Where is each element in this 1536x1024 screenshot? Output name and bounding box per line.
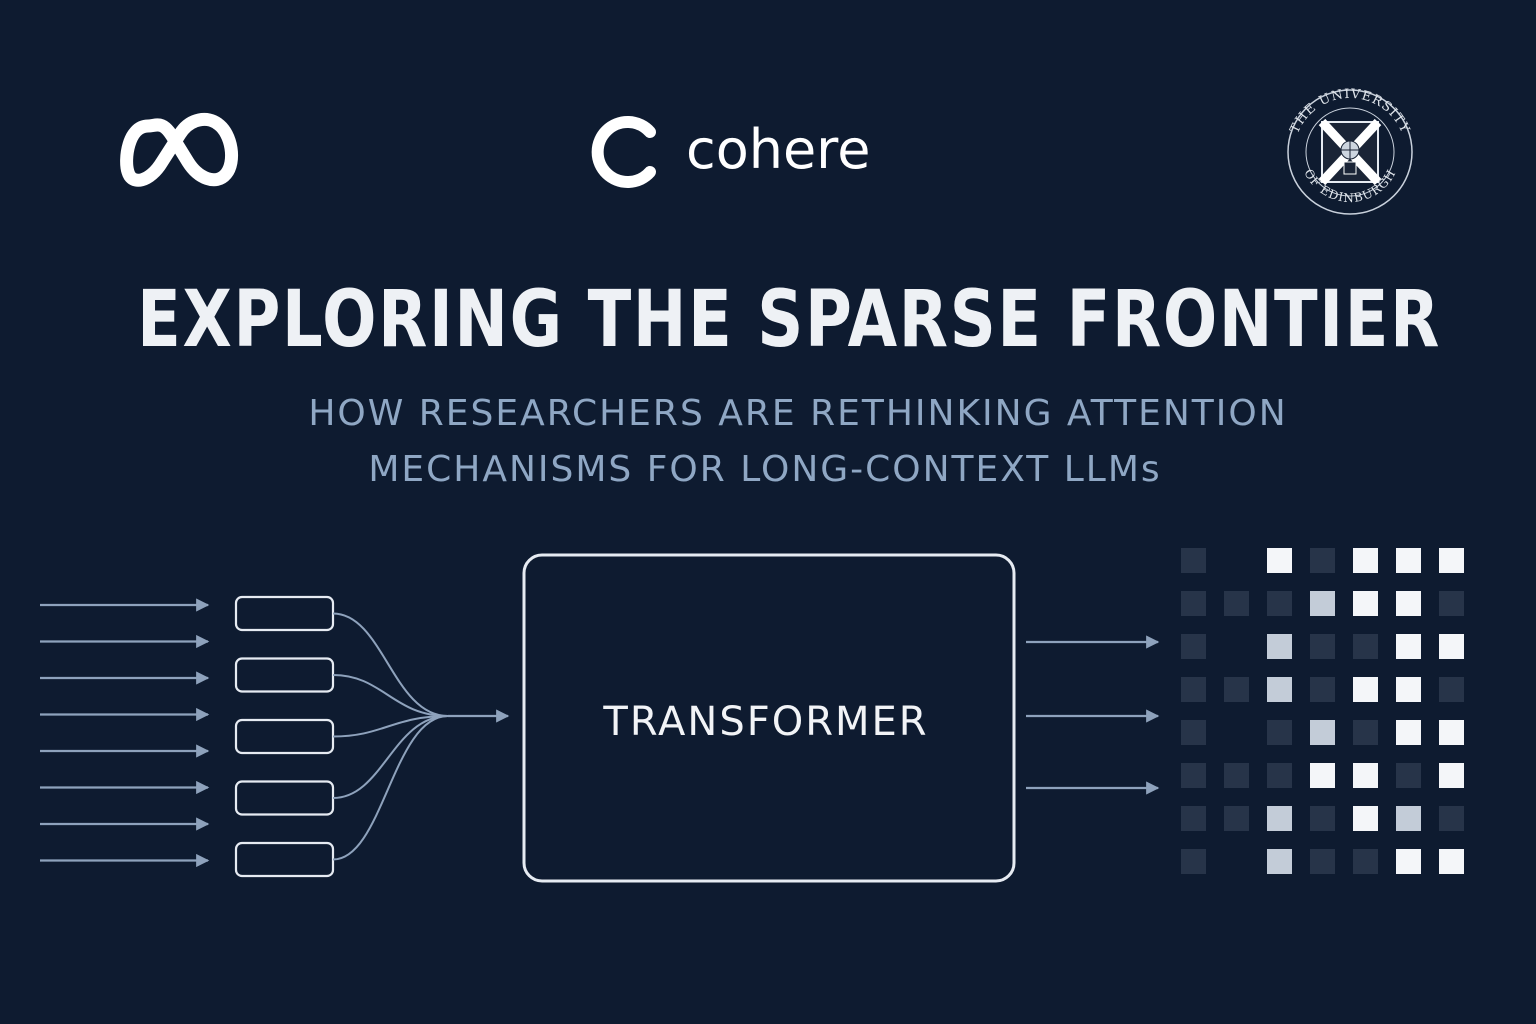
attention-cell (1267, 677, 1292, 702)
attention-cell (1439, 806, 1464, 831)
attention-cell (1396, 591, 1421, 616)
attention-cell (1353, 677, 1378, 702)
attention-cell (1224, 763, 1249, 788)
attention-cell (1353, 763, 1378, 788)
attention-cell (1439, 849, 1464, 874)
cohere-wordmark: cohere (686, 118, 871, 181)
attention-cell (1181, 591, 1206, 616)
attention-cell (1181, 634, 1206, 659)
infinity-logo-icon (120, 112, 239, 187)
attention-cell (1181, 806, 1206, 831)
attention-cell (1396, 806, 1421, 831)
attention-cell (1353, 634, 1378, 659)
attention-cell (1396, 720, 1421, 745)
token-boxes (234, 595, 335, 878)
attention-cell (1181, 677, 1206, 702)
attention-matrix (1181, 548, 1464, 874)
attention-cell (1267, 763, 1292, 788)
transformer-label: TRANSFORMER (602, 699, 928, 745)
attention-cell (1439, 763, 1464, 788)
attention-cell (1224, 591, 1249, 616)
token-box (234, 657, 335, 693)
attention-cell (1396, 548, 1421, 573)
attention-cell (1267, 548, 1292, 573)
token-connector (332, 715, 449, 861)
token-box (234, 595, 335, 632)
attention-cell (1267, 634, 1292, 659)
page-subtitle: HOW RESEARCHERS ARE RETHINKING ATTENTION… (0, 386, 1536, 498)
attention-cell (1267, 591, 1292, 616)
attention-cell (1439, 591, 1464, 616)
attention-cell (1353, 548, 1378, 573)
attention-cell (1310, 849, 1335, 874)
attention-cell (1181, 849, 1206, 874)
attention-cell (1353, 720, 1378, 745)
attention-cell (1224, 677, 1249, 702)
attention-cell (1181, 763, 1206, 788)
transformer-box (522, 553, 1016, 883)
attention-cell (1439, 720, 1464, 745)
attention-cell (1396, 634, 1421, 659)
token-connector (332, 612, 449, 717)
attention-cell (1353, 591, 1378, 616)
attention-cell (1267, 849, 1292, 874)
attention-cell (1439, 634, 1464, 659)
attention-cell (1181, 548, 1206, 573)
c-logo-icon (591, 116, 656, 188)
attention-cell (1310, 720, 1335, 745)
output-arrows (1026, 635, 1160, 795)
attention-cell (1267, 720, 1292, 745)
university-seal-icon: THE UNIVERSITY OF EDINBURGH (1287, 87, 1413, 215)
subtitle-line-1: HOW RESEARCHERS ARE RETHINKING ATTENTION (308, 393, 1288, 434)
attention-cell (1224, 806, 1249, 831)
attention-cell (1353, 849, 1378, 874)
token-connector (332, 674, 449, 717)
attention-cell (1396, 763, 1421, 788)
attention-cell (1181, 720, 1206, 745)
attention-cell (1310, 591, 1335, 616)
attention-cell (1310, 548, 1335, 573)
attention-cell (1439, 677, 1464, 702)
attention-cell (1396, 849, 1421, 874)
attention-cell (1396, 677, 1421, 702)
attention-cell (1310, 677, 1335, 702)
attention-cell (1267, 806, 1292, 831)
token-connectors (332, 612, 510, 861)
token-box (234, 780, 335, 816)
input-arrows (40, 598, 210, 868)
attention-cell (1310, 634, 1335, 659)
token-connector (332, 715, 449, 738)
attention-cell (1353, 806, 1378, 831)
attention-cell (1310, 806, 1335, 831)
cohere-logo: cohere (588, 110, 928, 190)
token-box (234, 718, 335, 755)
attention-cell (1310, 763, 1335, 788)
attention-cell (1439, 548, 1464, 573)
page-title: EXPLORING THE SPARSE FRONTIER (137, 275, 1441, 365)
token-box (234, 841, 335, 878)
token-connector (332, 715, 449, 799)
subtitle-line-2: MECHANISMS FOR LONG-CONTEXT LLMs (368, 449, 1162, 490)
